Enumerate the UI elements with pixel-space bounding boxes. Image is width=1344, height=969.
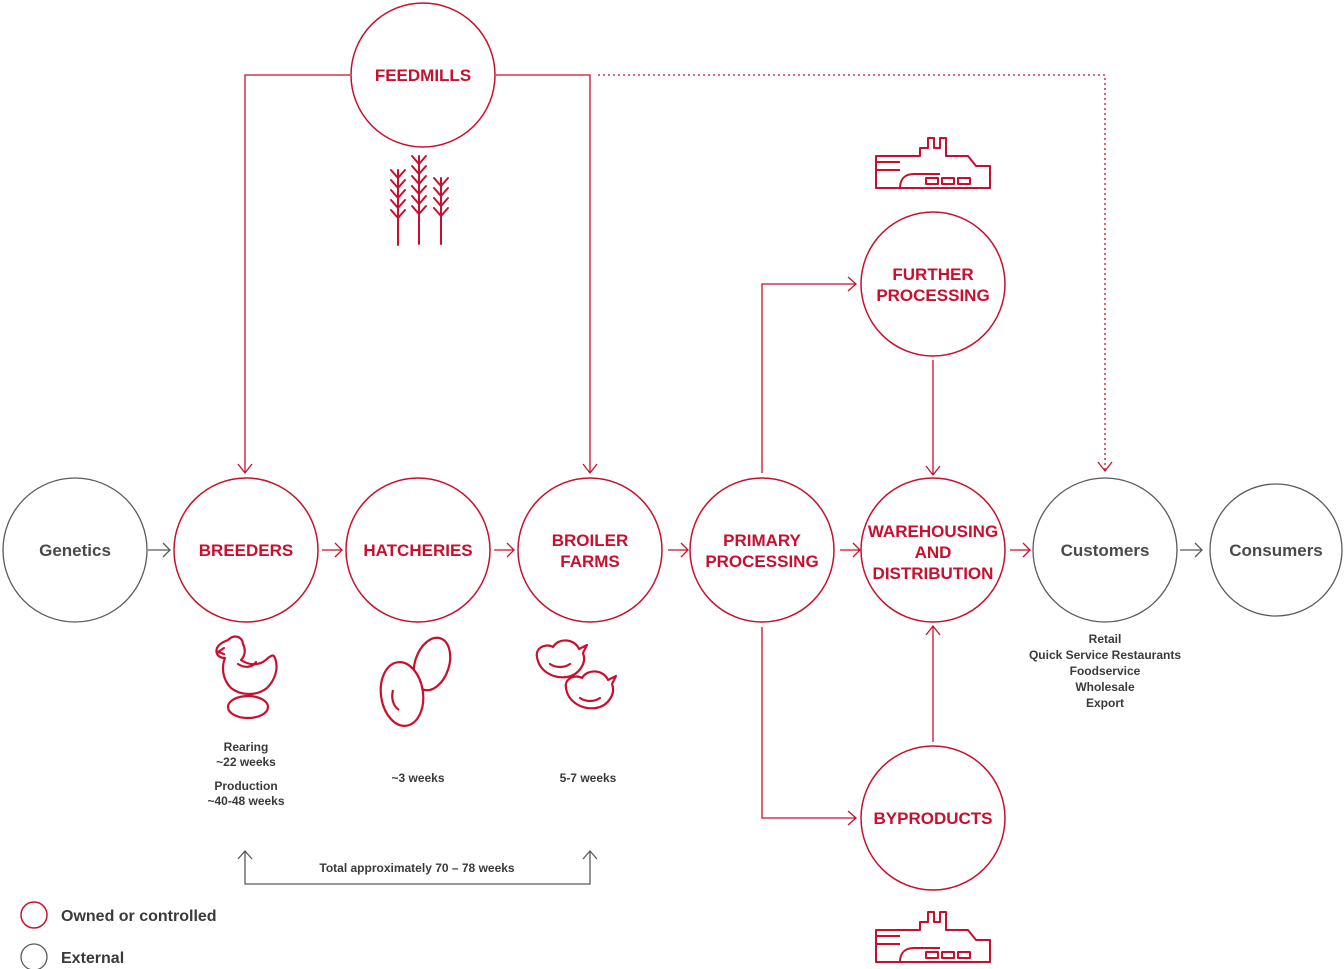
feedmills-node-circle — [350, 2, 496, 148]
primary-to-further-line — [761, 276, 857, 473]
arrow-hatcheries-broiler — [494, 542, 515, 558]
breeders-rearing-label: Rearing — [224, 740, 269, 754]
arrow-breeders-hatcheries — [322, 542, 343, 558]
legend-owned-swatch — [20, 901, 48, 929]
byproducts-label: BYPRODUCTS — [873, 809, 992, 828]
connectors — [237, 74, 1113, 826]
byproducts-to-warehousing-line — [925, 624, 941, 742]
primary-to-byproducts-line — [761, 627, 857, 826]
further-to-warehousing-line — [925, 360, 941, 477]
feedmills-to-breeders-line — [244, 74, 350, 472]
arrowhead-breeders-top — [237, 463, 253, 475]
arrow-customers-consumers — [1180, 542, 1203, 558]
broiler-farms-label-line1: BROILER — [552, 531, 629, 550]
customers-node-circle — [1032, 477, 1178, 623]
warehousing-label-line2: AND — [915, 543, 952, 562]
arrowhead-broiler-top — [582, 463, 598, 475]
legend-owned-label: Owned or controlled — [61, 908, 217, 925]
factory-icon — [875, 911, 991, 963]
external-arrows — [148, 542, 1203, 885]
broiler-farms-node-circle — [517, 477, 663, 623]
breeders-rearing-weeks: ~22 weeks — [216, 755, 276, 769]
further-processing-label-line1: FURTHER — [892, 265, 973, 284]
legend-external-swatch — [20, 943, 48, 969]
further-processing-node-circle — [860, 211, 1006, 357]
chicks-icon — [535, 639, 618, 710]
breeders-node-circle — [173, 477, 319, 623]
consumers-node-circle — [1209, 483, 1343, 617]
arrow-genetics-breeders — [148, 542, 171, 558]
byproducts-node-circle — [860, 745, 1006, 891]
feedmills-label: FEEDMILLS — [375, 66, 471, 85]
arrow-broiler-primary — [668, 542, 689, 558]
channel-wholesale: Wholesale — [1075, 680, 1135, 694]
primary-processing-node-circle — [689, 477, 835, 623]
genetics-label: Genetics — [39, 541, 111, 560]
primary-processing-label-line2: PROCESSING — [705, 552, 818, 571]
channel-retail: Retail — [1089, 632, 1122, 646]
consumers-label: Consumers — [1229, 541, 1323, 560]
wheat-icon — [390, 155, 449, 246]
breeders-production-label: Production — [214, 779, 277, 793]
genetics-node-circle — [2, 477, 148, 623]
legend-external-label: External — [61, 950, 124, 967]
hatcheries-duration: ~3 weeks — [391, 771, 444, 785]
total-duration-bracket — [237, 850, 598, 885]
warehousing-label-line3: DISTRIBUTION — [873, 564, 994, 583]
arrow-warehousing-customers — [1010, 542, 1031, 558]
total-duration-label: Total approximately 70 – 78 weeks — [319, 861, 515, 875]
warehousing-label-line1: WAREHOUSING — [868, 522, 998, 541]
channel-foodservice: Foodservice — [1070, 664, 1141, 678]
channel-qsr: Quick Service Restaurants — [1029, 648, 1181, 662]
customers-label: Customers — [1061, 541, 1150, 560]
primary-processing-label-line1: PRIMARY — [723, 531, 801, 550]
broiler-farms-duration: 5-7 weeks — [560, 771, 617, 785]
broiler-farms-label-line2: FARMS — [560, 552, 620, 571]
factory-icon — [875, 137, 991, 189]
arrow-primary-warehousing — [840, 542, 861, 558]
feedmills-to-customers-dotted-line — [598, 74, 1106, 470]
feedmills-to-broiler-line — [496, 74, 591, 472]
further-processing-label-line2: PROCESSING — [876, 286, 989, 305]
arrowhead-customers-top — [1097, 461, 1113, 473]
breeders-label: BREEDERS — [199, 541, 293, 560]
breeders-production-weeks: ~40-48 weeks — [207, 794, 284, 808]
legend: Owned or controlled External — [20, 901, 217, 969]
hen-with-egg-icon — [215, 635, 278, 720]
eggs-icon — [379, 636, 452, 727]
hatcheries-node-circle — [345, 477, 491, 623]
hatcheries-label: HATCHERIES — [363, 541, 472, 560]
warehousing-node-circle — [860, 477, 1006, 623]
channel-export: Export — [1086, 696, 1124, 710]
